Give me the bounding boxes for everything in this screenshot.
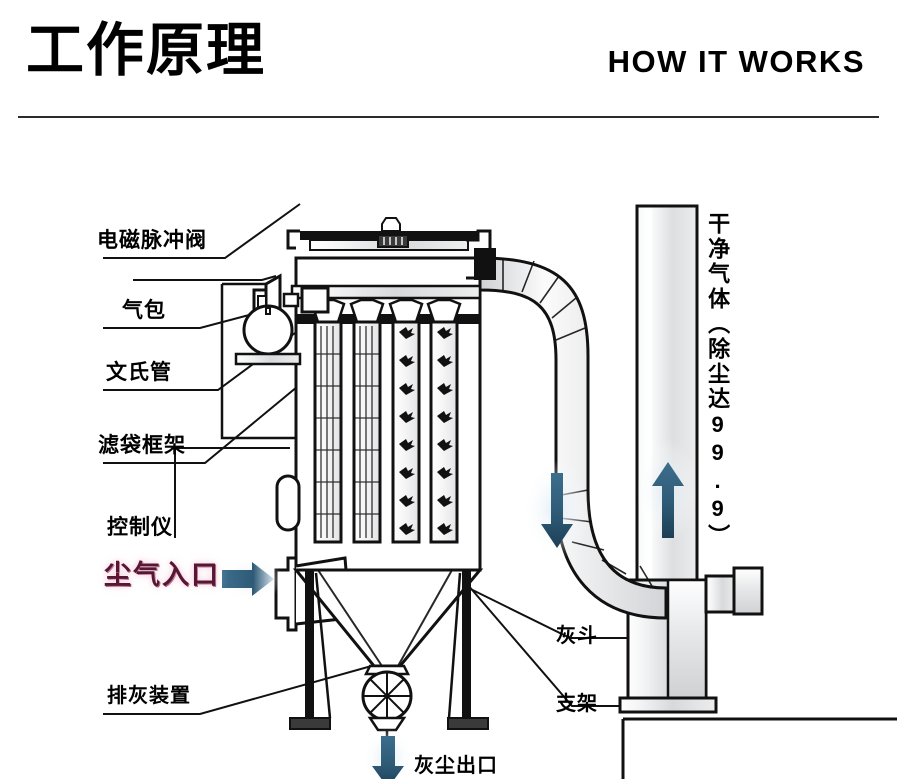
- label-support-frame: 支架: [556, 693, 598, 715]
- label-dust-outlet: 灰尘出口: [414, 755, 498, 777]
- page-header: 工作原理 HOW IT WORKS: [0, 0, 897, 118]
- rotary-airlock-valve: [361, 664, 413, 756]
- clean-gas-duct: [478, 256, 668, 620]
- inlet-arrow: [222, 562, 274, 596]
- filter-bag-cage: [349, 298, 385, 544]
- label-ash-discharge-device: 排灰装置: [107, 685, 191, 707]
- stack-up-arrow: [652, 462, 684, 538]
- label-air-reservoir: 气包: [122, 299, 166, 322]
- header-divider: [18, 116, 879, 118]
- label-underlines: [103, 257, 225, 715]
- stack-base: [618, 566, 897, 779]
- controller-unit: [275, 474, 301, 532]
- dust-outlet-arrow: [372, 736, 404, 779]
- process-diagram: 电磁脉冲阀 气包 文氏管 滤袋框架 控制仪 尘气入口 排灰装置 灰尘出口 灰斗 …: [0, 118, 897, 779]
- support-legs: [289, 570, 489, 730]
- diagram-svg: [103, 203, 897, 779]
- filter-bag-dusty: [426, 298, 462, 544]
- filter-bag-dusty: [388, 298, 424, 544]
- label-pulse-valve: 电磁脉冲阀: [97, 229, 207, 252]
- filter-bags: [310, 298, 462, 544]
- label-dusty-gas-inlet: 尘气入口: [104, 560, 220, 590]
- flow-arrows: [216, 557, 414, 779]
- label-venturi: 文氏管: [106, 361, 172, 384]
- label-bag-cage: 滤袋框架: [98, 434, 186, 457]
- page-title-chinese: 工作原理: [26, 18, 267, 83]
- filter-bag-cage: [310, 298, 346, 544]
- page-title-english: HOW IT WORKS: [607, 44, 865, 79]
- label-controller: 控制仪: [107, 516, 173, 539]
- duct-down-arrow: [541, 473, 573, 548]
- label-clean-gas: 干净气体（除尘达99.9）: [705, 212, 731, 549]
- pulse-valve-assembly: [220, 273, 330, 440]
- label-hopper: 灰斗: [556, 625, 598, 647]
- stack-up-arrow-group: [637, 438, 697, 542]
